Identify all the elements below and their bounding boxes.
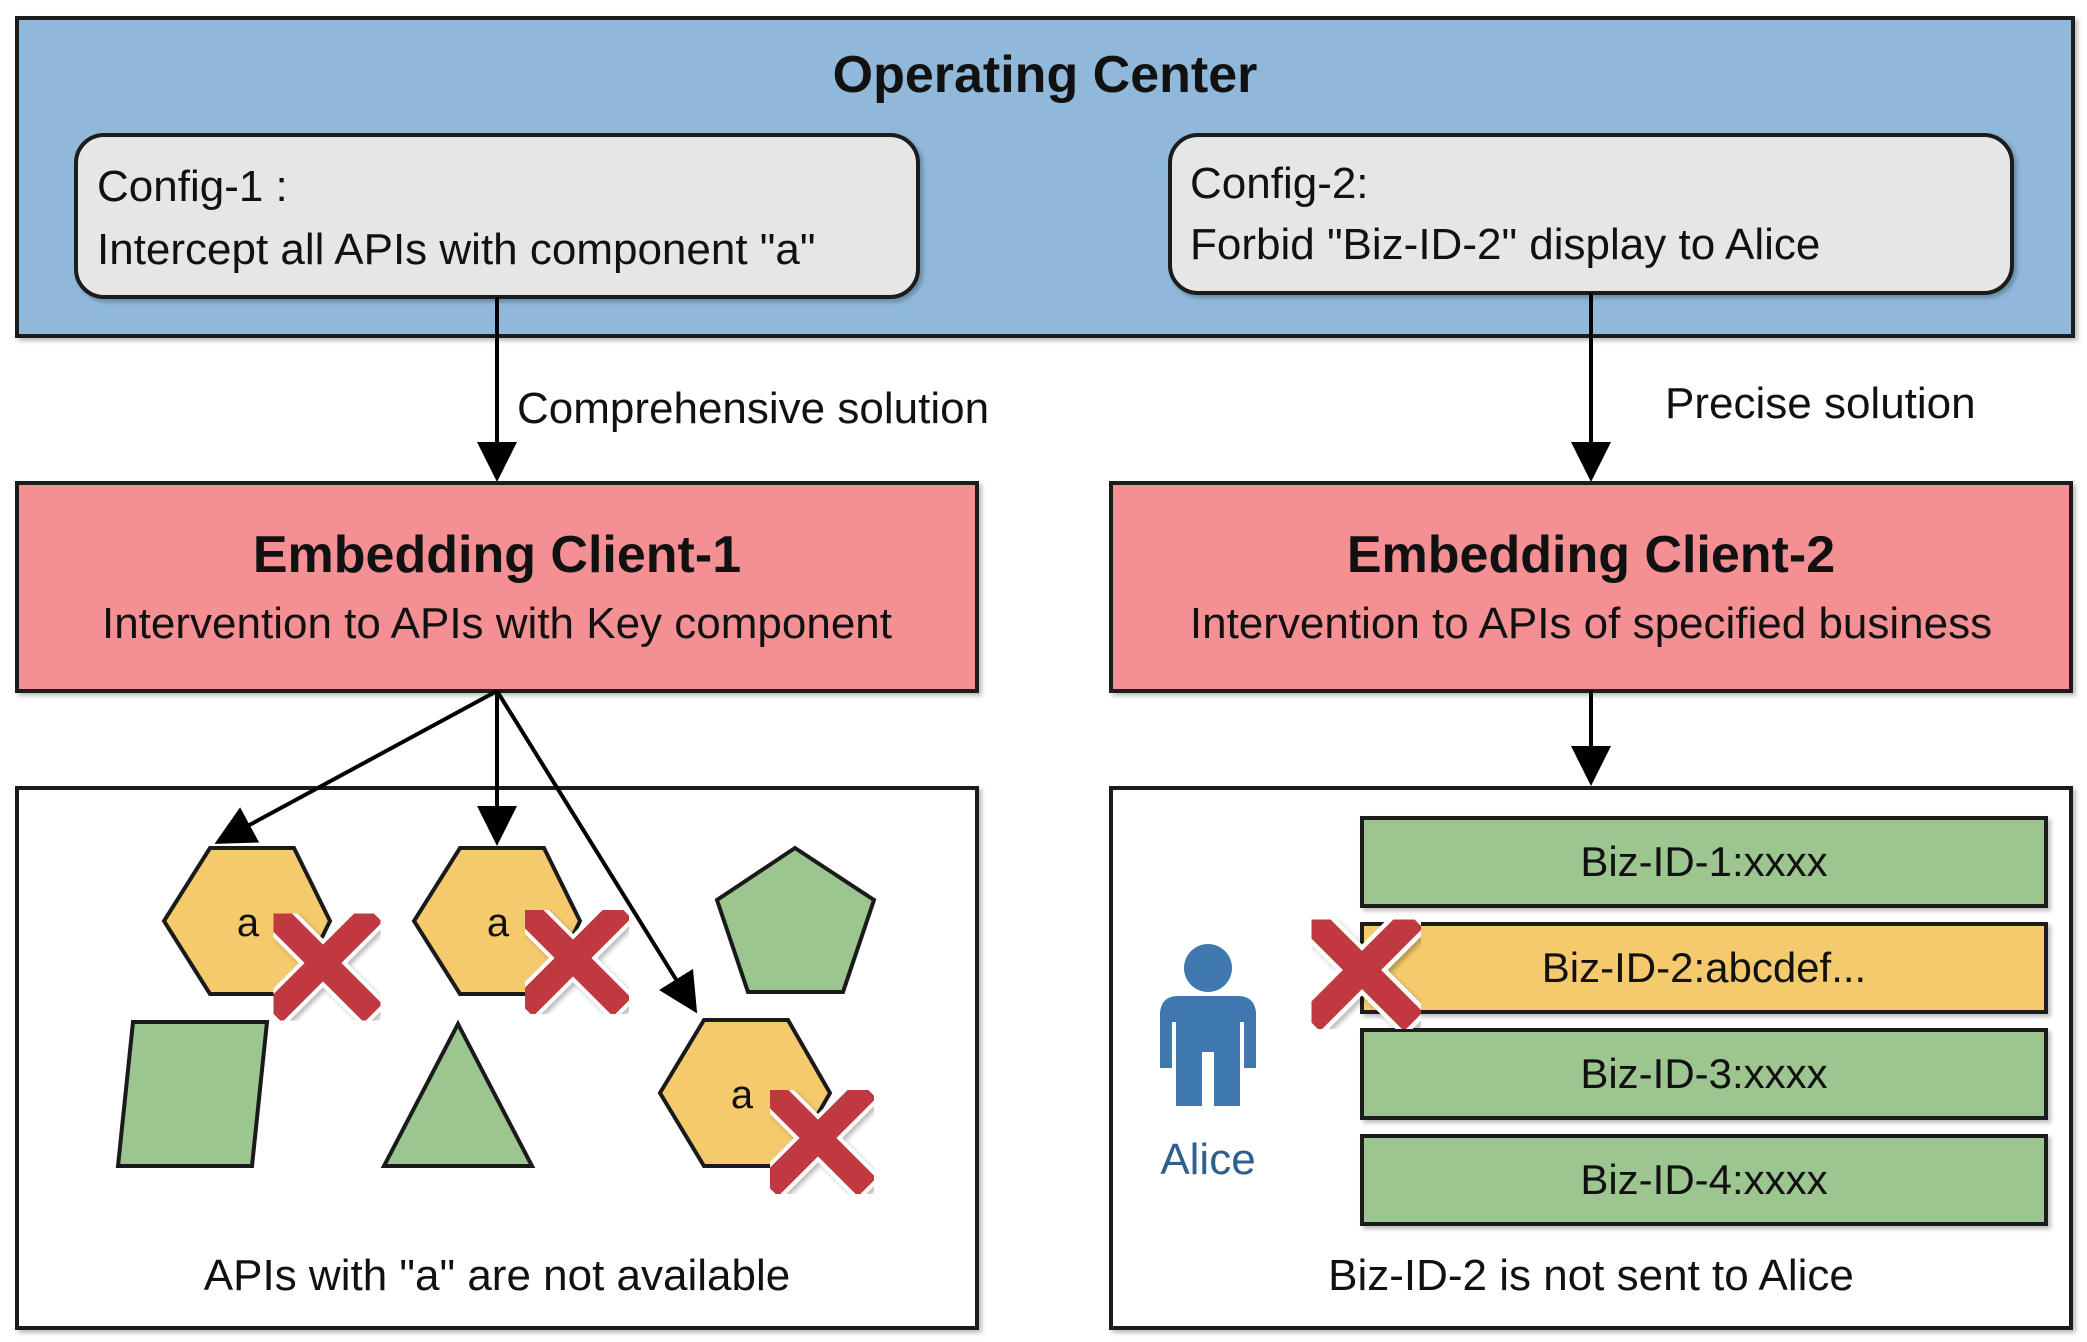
- client-1-title: Embedding Client-1: [253, 526, 741, 584]
- config-1-line2: Intercept all APIs with component "a": [97, 225, 816, 274]
- config-1-line1: Config-1 :: [97, 162, 288, 211]
- alice-label: Alice: [1160, 1135, 1255, 1184]
- right-panel-caption: Biz-ID-2 is not sent to Alice: [1328, 1251, 1854, 1300]
- biz-item-3-label: Biz-ID-3:xxxx: [1580, 1050, 1827, 1097]
- operating-center: Operating Center Config-1 : Intercept al…: [15, 16, 2075, 338]
- right-panel: Biz-ID-1:xxxx Biz-ID-2:abcdef... Biz-ID-…: [1109, 786, 2073, 1330]
- hexagon-2-label: a: [487, 901, 510, 945]
- embedding-client-1: Embedding Client-1 Intervention to APIs …: [15, 481, 979, 693]
- component-a-hexagon-3: a: [657, 1018, 883, 1203]
- red-cross-icon: [1294, 902, 1430, 1038]
- client-2-title: Embedding Client-2: [1347, 526, 1835, 584]
- config-2-box: Config-2: Forbid "Biz-ID-2" display to A…: [1168, 133, 2014, 295]
- left-panel-caption: APIs with "a" are not available: [204, 1251, 790, 1300]
- green-parallelogram: [115, 1020, 270, 1168]
- config-2-line1: Config-2:: [1190, 159, 1369, 208]
- biz-item-4-label: Biz-ID-4:xxxx: [1580, 1156, 1827, 1203]
- component-a-hexagon-2: a: [411, 846, 638, 1023]
- red-cross-icon: [508, 893, 638, 1023]
- red-cross-icon: [257, 897, 389, 1029]
- biz-item-4: Biz-ID-4:xxxx: [1360, 1134, 2048, 1226]
- green-pentagon: [714, 845, 877, 994]
- biz-item-2: Biz-ID-2:abcdef...: [1360, 922, 2048, 1014]
- operating-center-title: Operating Center: [833, 46, 1258, 104]
- red-cross-icon: [753, 1073, 883, 1203]
- hexagon-3-label: a: [731, 1073, 754, 1117]
- biz-item-1: Biz-ID-1:xxxx: [1360, 816, 2048, 908]
- hexagon-1-label: a: [237, 901, 260, 945]
- precise-solution-label: Precise solution: [1665, 379, 1976, 428]
- arrow-client1-to-hex3: [495, 689, 698, 1014]
- arrow-client1-to-hex1: [214, 689, 498, 844]
- config-2-line2: Forbid "Biz-ID-2" display to Alice: [1190, 220, 1820, 269]
- green-triangle: [380, 1019, 536, 1168]
- biz-item-1-label: Biz-ID-1:xxxx: [1580, 838, 1827, 885]
- biz-item-3: Biz-ID-3:xxxx: [1360, 1028, 2048, 1120]
- config-1-box: Config-1 : Intercept all APIs with compo…: [74, 133, 920, 299]
- person-icon: [1160, 944, 1256, 1106]
- comprehensive-solution-label: Comprehensive solution: [517, 384, 989, 433]
- biz-item-2-label: Biz-ID-2:abcdef...: [1542, 944, 1866, 991]
- embedding-client-2: Embedding Client-2 Intervention to APIs …: [1109, 481, 2073, 693]
- client-1-subtitle: Intervention to APIs with Key component: [102, 599, 892, 648]
- left-panel: a a a: [15, 689, 979, 1330]
- client-2-subtitle: Intervention to APIs of specified busine…: [1190, 599, 1992, 648]
- component-a-hexagon-1: a: [161, 846, 389, 1029]
